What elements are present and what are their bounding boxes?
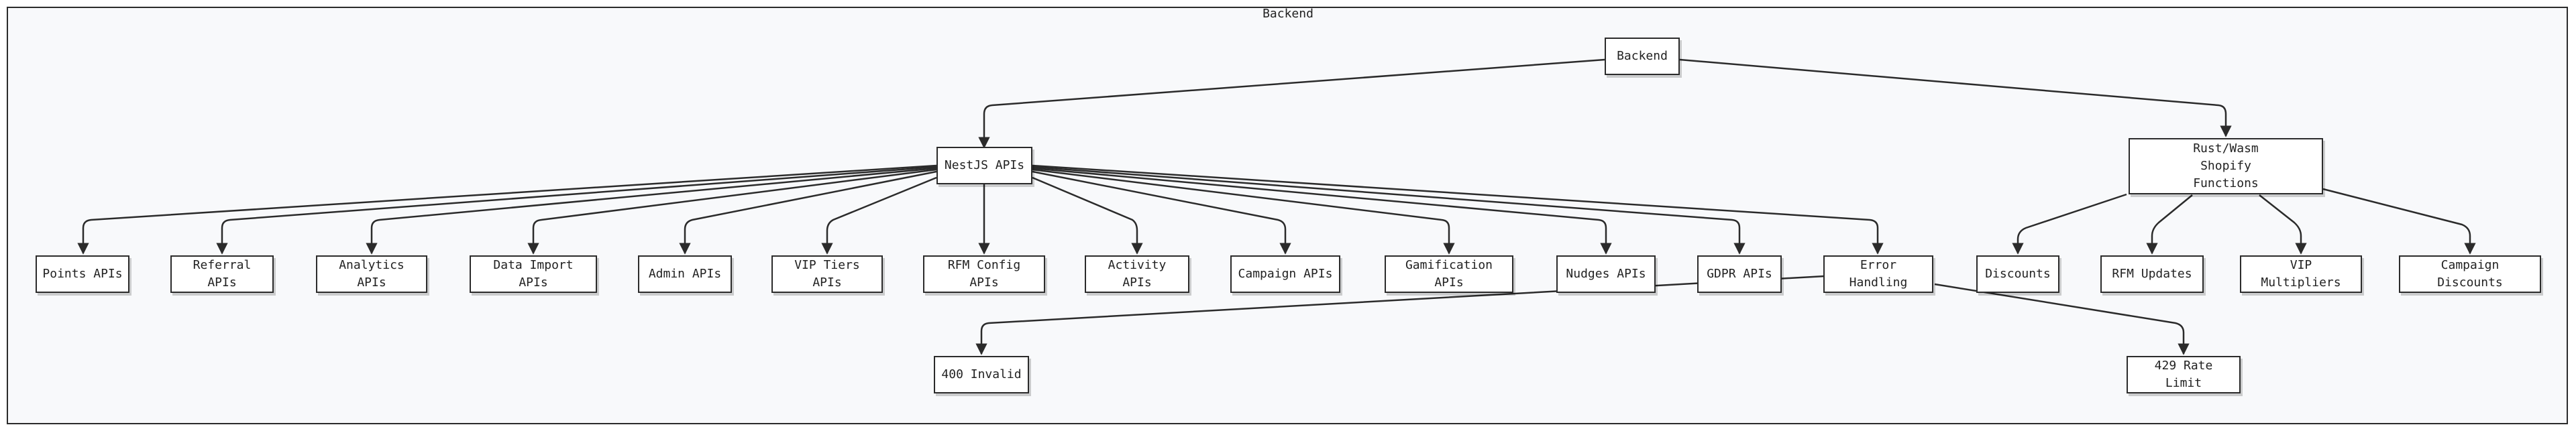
edge-nestjs-dataimport xyxy=(527,168,937,255)
node-points-apis[interactable]: Points APIs xyxy=(36,255,129,293)
edge-rust-vipmultipliers xyxy=(2259,194,2307,255)
node-400-invalid[interactable]: 400 Invalid xyxy=(934,356,1029,393)
edge-nestjs-campaign xyxy=(1032,170,1291,255)
node-rfm-updates[interactable]: RFM Updates xyxy=(2100,255,2204,293)
edge-nestjs-gdpr xyxy=(1032,166,1746,255)
edge-nestjs-analytics xyxy=(366,167,937,255)
edge-error-400 xyxy=(975,275,1825,355)
edge-backend-nestjs xyxy=(978,58,1605,149)
node-rfm-config-apis[interactable]: RFM Config APIs xyxy=(923,255,1045,293)
edge-nestjs-nudges xyxy=(1032,167,1612,255)
edge-nestjs-viptiers xyxy=(821,176,937,255)
edge-nestjs-activity xyxy=(1032,176,1143,255)
node-discounts[interactable]: Discounts xyxy=(1976,255,2059,293)
node-data-import-apis[interactable]: Data Import APIs xyxy=(470,255,597,293)
node-nudges-apis[interactable]: Nudges APIs xyxy=(1556,255,1656,293)
group-title: Backend xyxy=(1263,7,1313,21)
node-campaign-discounts[interactable]: Campaign Discounts xyxy=(2399,255,2541,293)
edge-rust-discounts xyxy=(2012,193,2127,255)
node-admin-apis[interactable]: Admin APIs xyxy=(638,255,732,293)
edge-nestjs-points xyxy=(77,164,937,255)
node-backend[interactable]: Backend xyxy=(1605,38,1680,75)
edge-nestjs-gamification xyxy=(1032,168,1455,255)
node-nestjs-apis[interactable]: NestJS APIs xyxy=(936,147,1032,184)
node-campaign-apis[interactable]: Campaign APIs xyxy=(1230,255,1340,293)
node-rust-wasm-shopify-functions[interactable]: Rust/Wasm Shopify Functions xyxy=(2129,138,2323,194)
node-error-handling[interactable]: Error Handling xyxy=(1823,255,1933,293)
edge-error-429 xyxy=(1934,283,2190,355)
edge-nestjs-errorhandling xyxy=(1032,164,1884,255)
node-vip-multipliers[interactable]: VIP Multipliers xyxy=(2240,255,2362,293)
edge-nestjs-admin xyxy=(679,170,937,255)
node-gamification-apis[interactable]: Gamification APIs xyxy=(1385,255,1513,293)
edge-backend-rust xyxy=(1679,58,2232,137)
edge-rust-rfmupdates xyxy=(2146,194,2193,255)
node-gdpr-apis[interactable]: GDPR APIs xyxy=(1697,255,1782,293)
node-429-rate-limit[interactable]: 429 Rate Limit xyxy=(2127,356,2241,393)
edge-nestjs-referral xyxy=(216,166,937,255)
node-vip-tiers-apis[interactable]: VIP Tiers APIs xyxy=(771,255,883,293)
node-referral-apis[interactable]: Referral APIs xyxy=(170,255,274,293)
edge-rust-campaigndiscounts xyxy=(2322,188,2476,255)
node-analytics-apis[interactable]: Analytics APIs xyxy=(316,255,427,293)
node-activity-apis[interactable]: Activity APIs xyxy=(1085,255,1189,293)
